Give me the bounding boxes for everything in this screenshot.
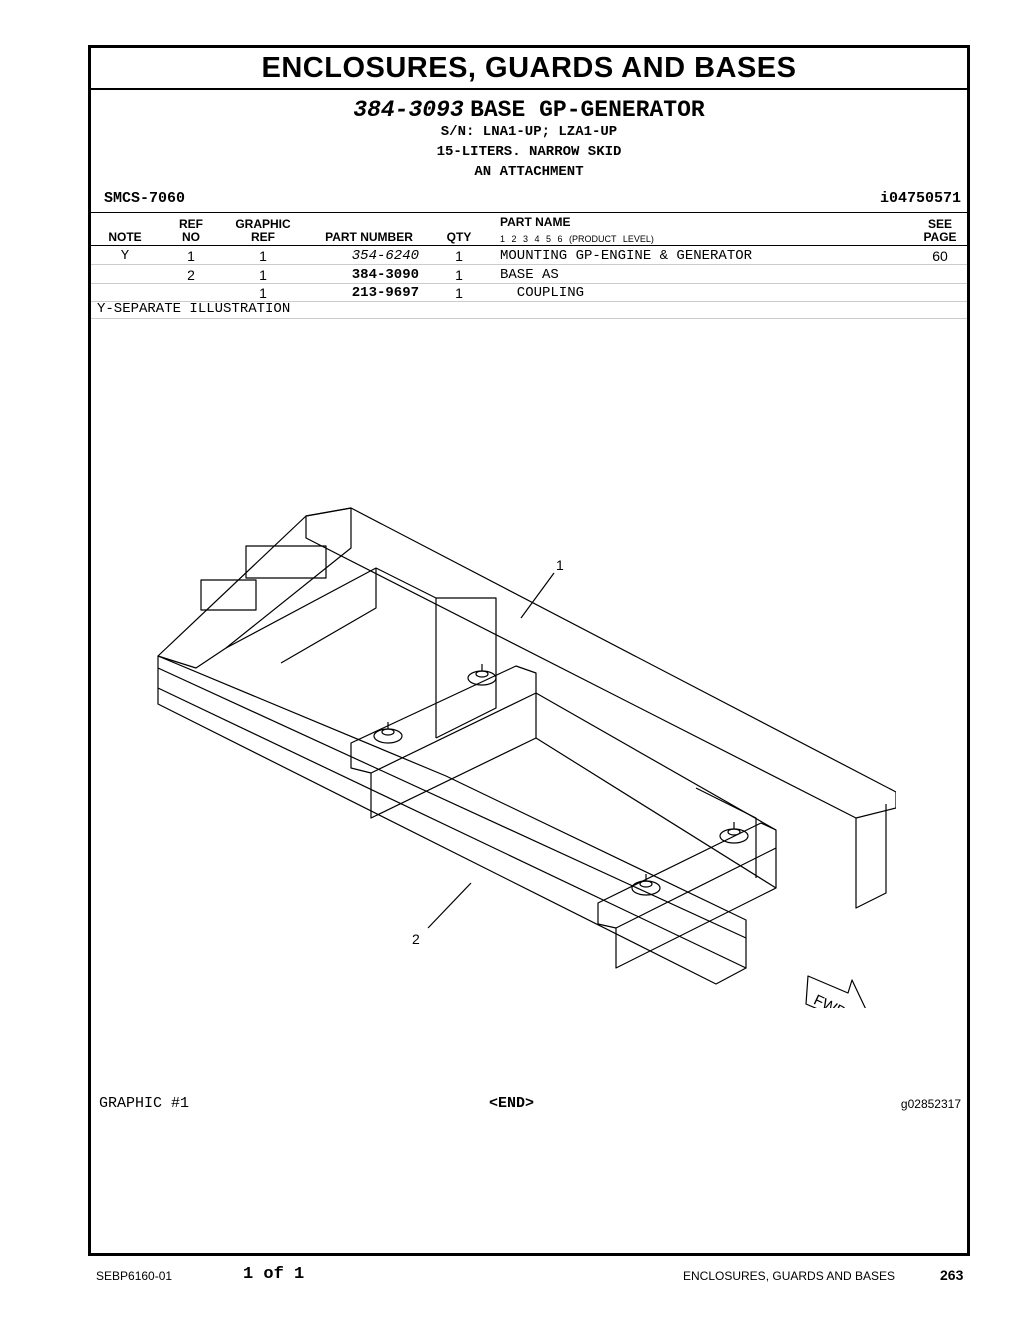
inner-box [225,567,437,738]
rail-line [535,692,777,831]
row2-qty: 1 [455,267,463,283]
row2-part-name: BASE AS [500,267,559,283]
col-qty: QTY [446,230,472,244]
group-part-number[interactable]: 384-3093 [353,97,464,123]
row-divider [91,301,967,302]
header-top-rule [91,212,967,213]
group-name: BASE GP-GENERATOR [470,97,705,123]
page-frame: ENCLOSURES, GUARDS AND BASES 384-3093 BA… [88,45,970,1256]
access-cutout [245,545,327,579]
row-divider [91,318,967,319]
row1-part-name: MOUNTING GP-ENGINE & GENERATOR [500,248,753,264]
row-divider [91,264,967,265]
col-graphic-ref: GRAPHIC REF [229,218,297,244]
col-graphic-ref-line2: REF [251,230,275,244]
col-ref-no: REF NO [171,218,211,244]
cross-member-face [615,848,777,969]
front-rail-edge [157,667,747,939]
product-levels: 1 2 3 4 5 6 (PRODUCT LEVEL) [500,234,654,244]
group-note-2: AN ATTACHMENT [474,164,584,180]
inner-box [435,597,497,739]
col-see-page-line1: SEE [927,217,952,231]
back-rail [305,507,896,819]
row2-part-number[interactable]: 384-3090 [351,267,419,283]
col-see-page: SEE PAGE [917,218,963,244]
row-divider [91,283,967,284]
row1-qty: 1 [455,248,463,264]
engine-mount [467,664,497,686]
section-title: ENCLOSURES, GUARDS AND BASES [91,48,967,90]
cross-member [597,822,777,929]
col-part-number: PART NUMBER [325,230,413,244]
graphic-id: g02852317 [900,1097,961,1111]
row3-qty: 1 [455,285,463,301]
left-end-plate [157,507,352,669]
row2-ref-no: 2 [187,267,195,283]
engine-mount [719,822,749,844]
page-number: 263 [940,1267,964,1283]
row3-graphic-ref: 1 [259,285,267,301]
row1-see-page[interactable]: 60 [932,248,948,264]
rail-line [535,737,777,889]
document-number: SEBP6160-01 [96,1269,173,1283]
group-heading: 384-3093 BASE GP-GENERATOR [91,95,967,123]
separate-illustration-note: Y-SEPARATE ILLUSTRATION [97,301,291,317]
callout-leader-1 [520,572,555,619]
col-graphic-ref-line1: GRAPHIC [235,217,291,231]
fwd-arrow-icon: FWD [805,975,866,1008]
row1-note: Y [120,248,130,264]
group-note-1: 15-LITERS. NARROW SKID [436,144,622,160]
col-part-name: PART NAME [500,215,571,229]
callout-2: 2 [412,931,420,947]
end-marker: <END> [489,1095,535,1112]
engine-mount [373,722,403,744]
header-bottom-rule [91,245,967,246]
callout-1: 1 [556,557,564,573]
smcs-code: SMCS-7060 [104,190,186,207]
fwd-label: FWD [811,992,849,1008]
row3-part-number[interactable]: 213-9697 [351,285,419,301]
col-see-page-line2: PAGE [923,230,957,244]
inner-box [280,568,377,664]
front-rail [157,655,747,969]
row3-part-name: COUPLING [500,285,585,301]
row1-graphic-ref: 1 [259,248,267,264]
cross-member [350,665,537,774]
col-note: NOTE [108,230,142,244]
back-rail-end [855,804,887,909]
serial-range: S/N: LNA1-UP; LZA1-UP [440,124,618,140]
row1-part-number[interactable]: 354-6240 [351,248,419,264]
callout-leader-2 [427,882,472,929]
footer-section: ENCLOSURES, GUARDS AND BASES [683,1269,896,1283]
row2-graphic-ref: 1 [259,267,267,283]
row1-ref-no: 1 [187,248,195,264]
col-ref-no-line1: REF [179,217,203,231]
access-cutout [200,579,257,611]
page-of: 1 of 1 [243,1265,305,1284]
engine-mount [631,874,661,896]
illustration-id: i04750571 [879,190,961,207]
graphic-label: GRAPHIC #1 [99,1095,190,1112]
front-rail-flange [157,688,747,985]
cross-member-face [370,693,537,819]
rear-box [695,787,757,878]
base-illustration: 1 2 FWD [157,507,896,1008]
col-ref-no-line2: NO [182,230,200,244]
